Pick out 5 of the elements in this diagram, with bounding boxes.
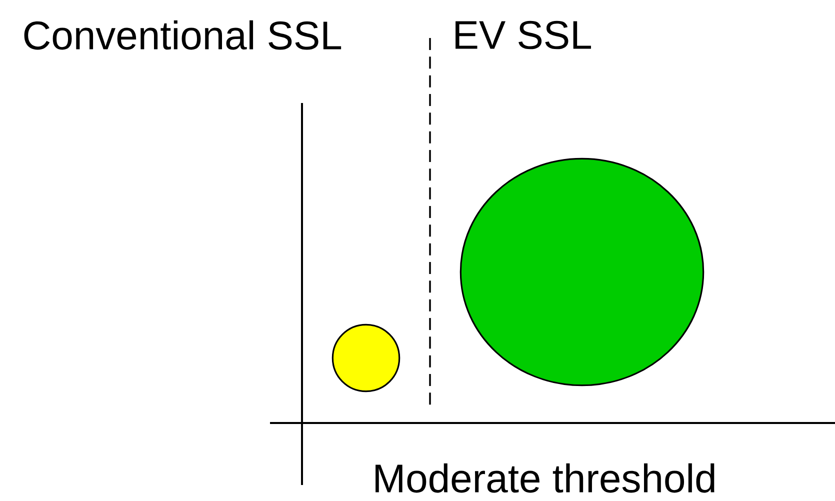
circle-shape <box>460 158 704 386</box>
axis-label: Conventional SSL <box>24 20 342 50</box>
axis-label: Moderate threshold <box>376 463 714 493</box>
axis-label: EV SSL <box>456 20 591 50</box>
circle-shape <box>332 324 400 392</box>
